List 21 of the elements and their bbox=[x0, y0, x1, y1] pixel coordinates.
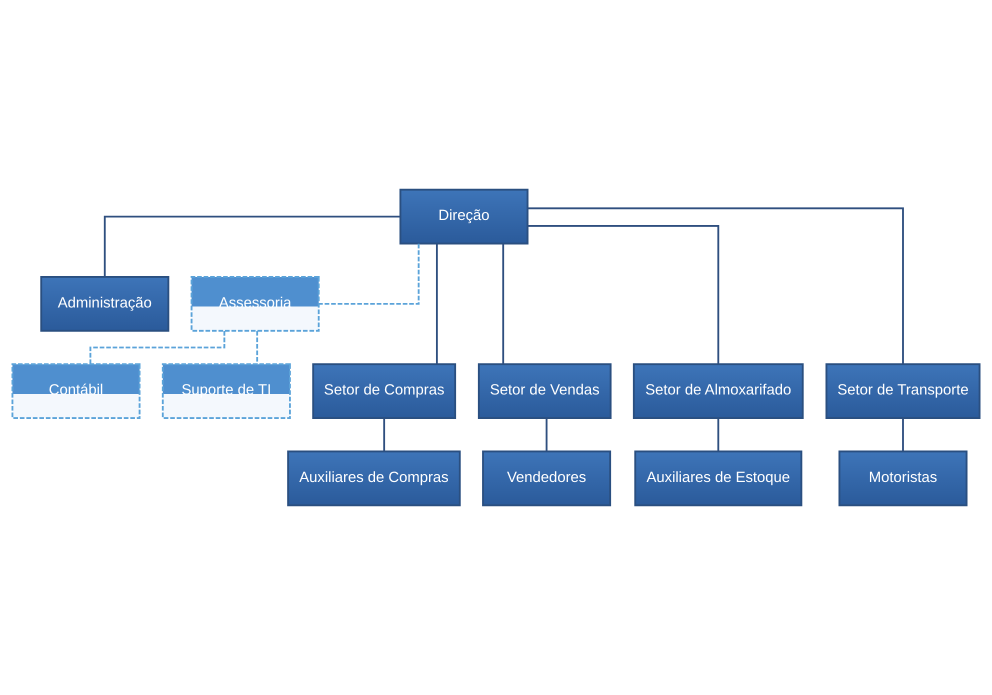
connector bbox=[436, 244, 438, 364]
node-box: Vendedores bbox=[482, 450, 612, 506]
node-box: Direção bbox=[399, 188, 528, 244]
connector bbox=[528, 224, 720, 364]
node-box: Administração bbox=[40, 276, 170, 332]
node-box: Motoristas bbox=[838, 450, 968, 506]
node-box: Auxiliares de Compras bbox=[287, 450, 461, 506]
node-box: Setor de Vendas bbox=[478, 363, 612, 419]
node-box: Auxiliares de Estoque bbox=[634, 450, 802, 506]
connector bbox=[546, 418, 548, 452]
connector bbox=[502, 244, 504, 364]
connector bbox=[383, 418, 386, 452]
node-box: Setor de Transporte bbox=[826, 363, 980, 419]
connector bbox=[104, 216, 400, 277]
node-box: Setor de Almoxarifado bbox=[632, 363, 804, 419]
node-box: Setor de Compras bbox=[312, 363, 456, 419]
connector bbox=[318, 244, 420, 305]
connector bbox=[717, 418, 720, 452]
connector bbox=[528, 207, 904, 364]
connector bbox=[902, 418, 904, 452]
connector bbox=[256, 331, 258, 364]
